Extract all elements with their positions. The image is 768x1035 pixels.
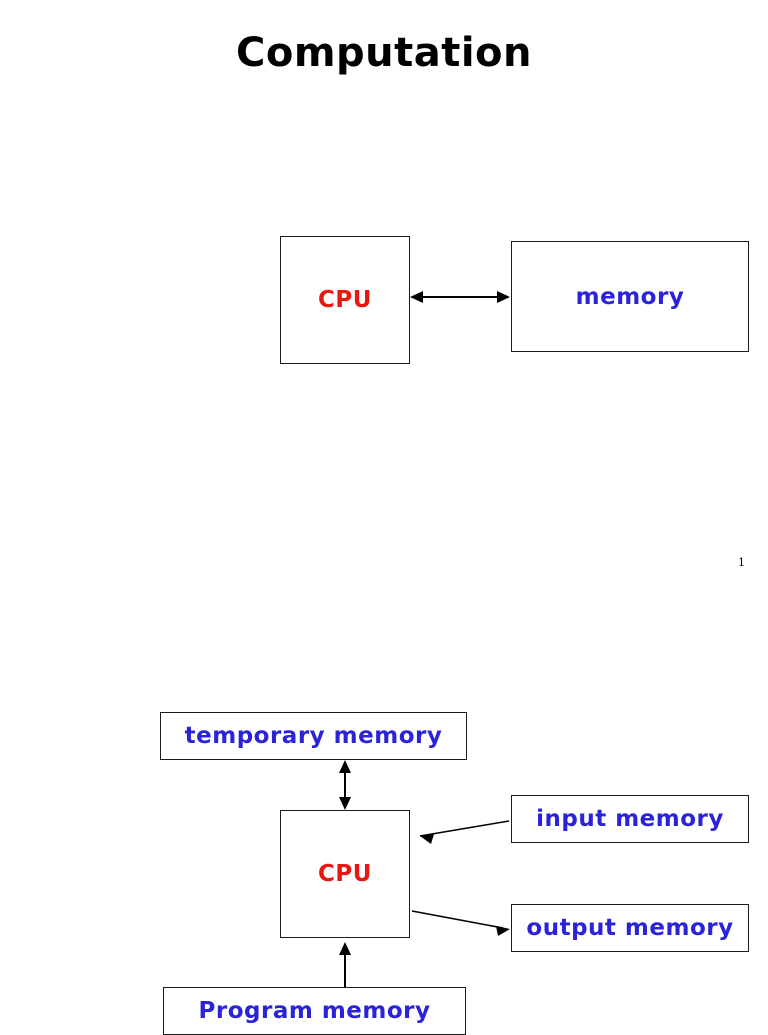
page-title: Computation — [235, 30, 533, 76]
output-memory-box-label: output memory — [526, 915, 734, 941]
cpu-temporary-memory-arrowhead-down — [339, 797, 351, 810]
cpu-temporary-memory-arrowhead-up — [339, 760, 351, 773]
memory-box-label: memory — [575, 283, 685, 310]
memory-box: memory — [511, 241, 749, 352]
slide-1: Computation CPU memory 1 — [235, 30, 749, 569]
cpu-box-label: CPU — [318, 861, 372, 887]
input-memory-box-label: input memory — [536, 806, 724, 832]
cpu-box: CPU — [280, 810, 410, 938]
program-memory-box-label: Program memory — [198, 998, 431, 1024]
cpu-memory-arrowhead-right — [497, 291, 510, 303]
cpu-memory-connector-line — [414, 296, 508, 298]
cpu-to-output-memory-line — [411, 910, 504, 929]
input-memory-to-cpu-arrowhead — [420, 834, 434, 844]
output-memory-box: output memory — [511, 904, 749, 952]
cpu-temporary-memory-connector-line — [344, 765, 346, 805]
program-memory-to-cpu-arrowhead — [339, 942, 351, 955]
cpu-box: CPU — [280, 236, 410, 364]
temporary-memory-box-label: temporary memory — [184, 723, 443, 749]
input-memory-to-cpu-line — [419, 820, 510, 837]
slide-2: temporary memory CPU input memory output… — [0, 584, 768, 1035]
input-memory-box: input memory — [511, 795, 749, 843]
cpu-box-label: CPU — [318, 287, 372, 313]
program-memory-box: Program memory — [163, 987, 466, 1035]
slide-page-number: 1 — [738, 556, 745, 569]
cpu-memory-arrowhead-left — [410, 291, 423, 303]
temporary-memory-box: temporary memory — [160, 712, 467, 760]
cpu-to-output-memory-arrowhead — [496, 926, 510, 936]
program-memory-to-cpu-line — [344, 947, 346, 987]
